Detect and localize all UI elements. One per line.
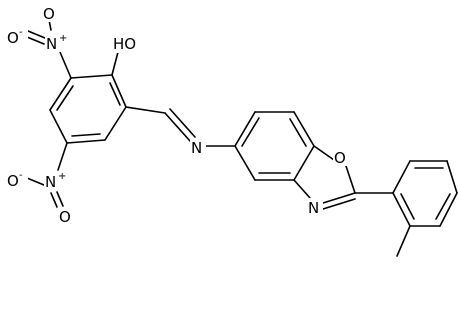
methyl-bond: [396, 225, 411, 257]
nitro-bottom-minus-label: -: [19, 170, 23, 181]
nitro-bottom-o-label: O: [59, 208, 71, 226]
nitro-top-o-minus-label: O: [7, 29, 19, 47]
nitro-top-minus-label: -: [19, 27, 23, 38]
nitro-top-o-label: O: [43, 5, 55, 23]
hydroxyl-label: HO: [113, 35, 136, 53]
nitro-bottom-n-label: N: [45, 173, 56, 191]
nitro-bottom-o-minus-label: O: [7, 172, 19, 190]
oh-bond: [111, 51, 119, 76]
nitro-top-plus-label: +: [59, 33, 67, 44]
imine-n-label: N: [191, 139, 202, 157]
benzoxazole-benzene-ring: [234, 111, 315, 181]
phenol-ring: [49, 74, 127, 144]
oxazole-n-label: N: [308, 199, 319, 217]
imine-linker: [125, 106, 236, 147]
nitro-bottom-plus-label: +: [58, 171, 66, 182]
nitro-group-top: [26, 19, 72, 79]
tolyl-ring: [354, 160, 458, 227]
nitro-top-n-label: N: [46, 35, 57, 53]
oxazole-o-label: O: [334, 149, 346, 167]
nitro-group-bottom: [26, 142, 68, 208]
oxazole-ring: [293, 145, 356, 210]
